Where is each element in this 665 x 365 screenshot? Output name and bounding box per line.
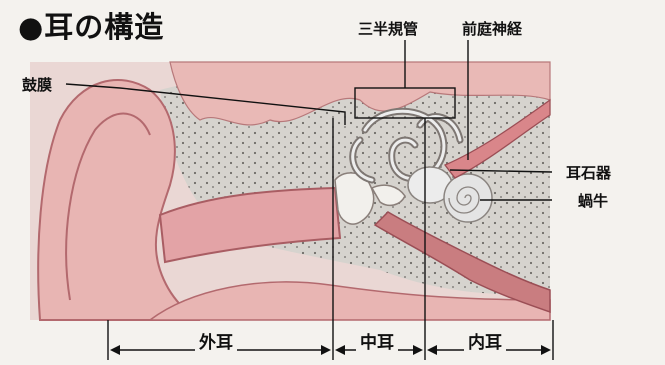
outer-ear-arrowhead-right <box>321 345 331 355</box>
middle-ear-arrowhead-left <box>335 345 345 355</box>
inner-ear-arrowhead-right <box>541 345 551 355</box>
eardrum-label: 鼓膜 <box>22 74 52 95</box>
inner-ear-arrowhead-left <box>427 345 437 355</box>
vestibular-nerve-label: 前庭神経 <box>462 18 522 39</box>
otolith-label: 耳石器 <box>566 162 611 183</box>
cochlea-outer <box>444 174 492 222</box>
outer-ear-label: 外耳 <box>195 328 237 353</box>
middle-ear-arrowhead-right <box>413 345 423 355</box>
inner-ear-label: 内耳 <box>464 328 506 353</box>
middle-ear-label: 中耳 <box>356 328 398 353</box>
outer-ear-arrowhead-left <box>110 345 120 355</box>
cochlea-label: 蝸牛 <box>578 190 608 211</box>
page-title: ●耳の構造 <box>18 4 164 46</box>
semicircular-canals-label: 三半規管 <box>358 18 418 39</box>
